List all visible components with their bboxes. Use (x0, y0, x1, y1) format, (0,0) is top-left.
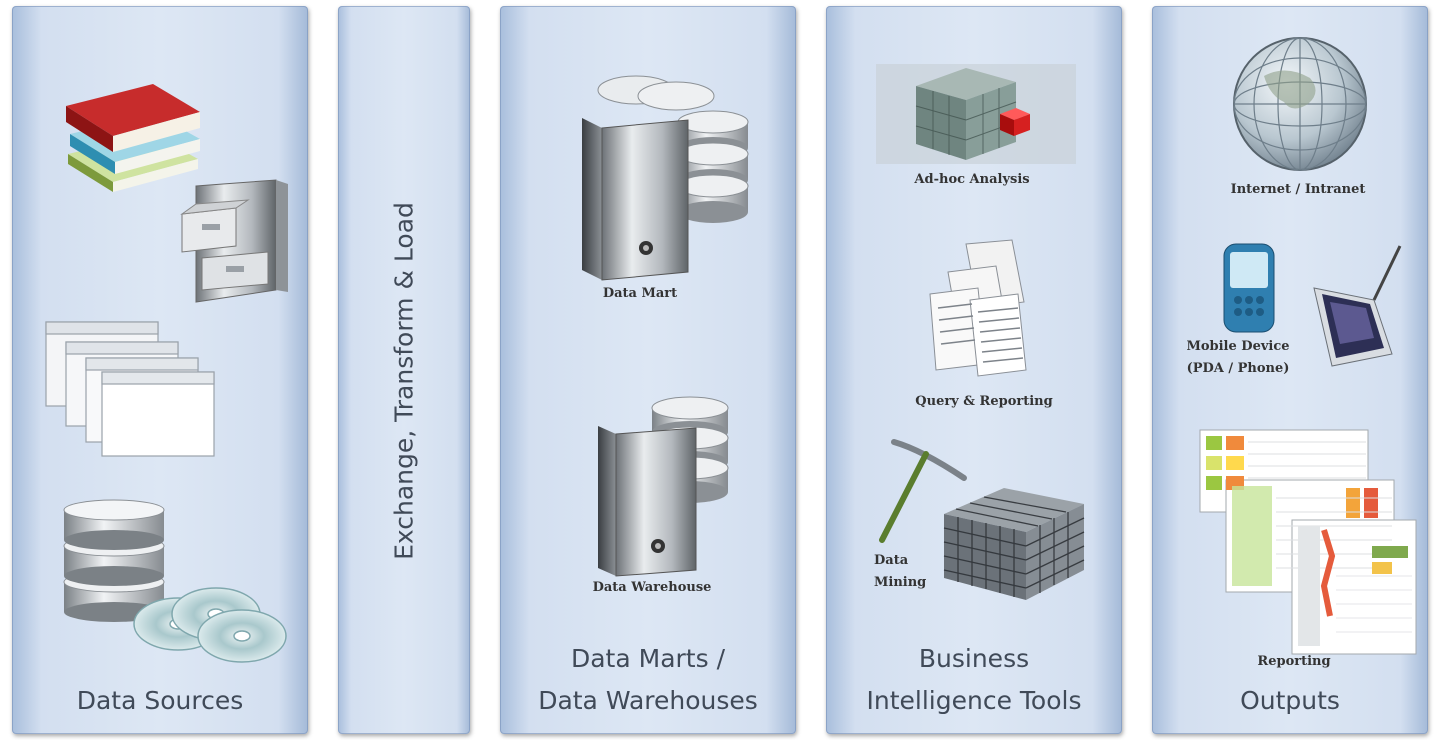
internet-caption: Internet / Intranet (1230, 182, 1366, 197)
mobile-device-caption: Mobile Device (PDA / Phone) (1186, 336, 1289, 380)
panel-title-line-1: Data Marts / (570, 644, 725, 673)
server-icon (582, 118, 689, 281)
mobile-device-caption-line-1: Mobile Device (1186, 339, 1290, 354)
data-mining-caption-line-1: Data (874, 553, 909, 568)
data-mining-caption-line-2: Mining (874, 575, 927, 590)
filing-cabinet-icon (180, 179, 288, 303)
data-mart-caption: Data Mart (602, 286, 678, 301)
panel-title: Data Sources (76, 686, 244, 715)
bi-tools-panel: Ad-hoc Analysis Query & Reporting (826, 6, 1122, 734)
data-warehouse-caption: Data Warehouse (592, 580, 712, 595)
cube-icon (876, 64, 1076, 164)
etl-panel: Exchange, Transform & Load (338, 6, 470, 734)
phone-icon (1223, 243, 1275, 333)
panel-title: Outputs (1240, 686, 1340, 715)
panel-title-line-1: Business (918, 644, 1030, 673)
reports-icon (929, 239, 1027, 377)
outputs-panel: Internet / Intranet Mobile Device (PDA /… (1152, 6, 1428, 734)
query-reporting-caption: Query & Reporting (915, 394, 1053, 409)
pickaxe-icon (879, 439, 967, 543)
database-icon (63, 499, 165, 622)
discs-icon (133, 587, 287, 663)
panel-title: Business Intelligence Tools (826, 638, 1122, 722)
data-sources-panel: Data Sources (12, 6, 308, 734)
data-mining-caption: Data Mining (874, 550, 926, 594)
tablet-icon (1313, 245, 1402, 367)
database-icon (597, 75, 749, 223)
server-icon (598, 426, 697, 577)
adhoc-caption: Ad-hoc Analysis (914, 172, 1030, 187)
data-cube-icon (943, 488, 1085, 600)
etl-title: Exchange, Transform & Load (389, 202, 419, 560)
warehouses-panel: Data Mart Data Warehouse Data Marts / Da… (500, 6, 796, 734)
globe-icon (1233, 37, 1367, 171)
panel-title-line-2: Intelligence Tools (866, 686, 1082, 715)
reporting-caption: Reporting (1257, 654, 1331, 669)
mobile-device-caption-line-2: (PDA / Phone) (1186, 361, 1290, 376)
panel-title-line-2: Data Warehouses (538, 686, 758, 715)
documents-icon (45, 321, 215, 457)
spreadsheet-icon (1199, 429, 1417, 655)
panel-title: Data Marts / Data Warehouses (500, 638, 796, 722)
books-icon (66, 84, 200, 192)
